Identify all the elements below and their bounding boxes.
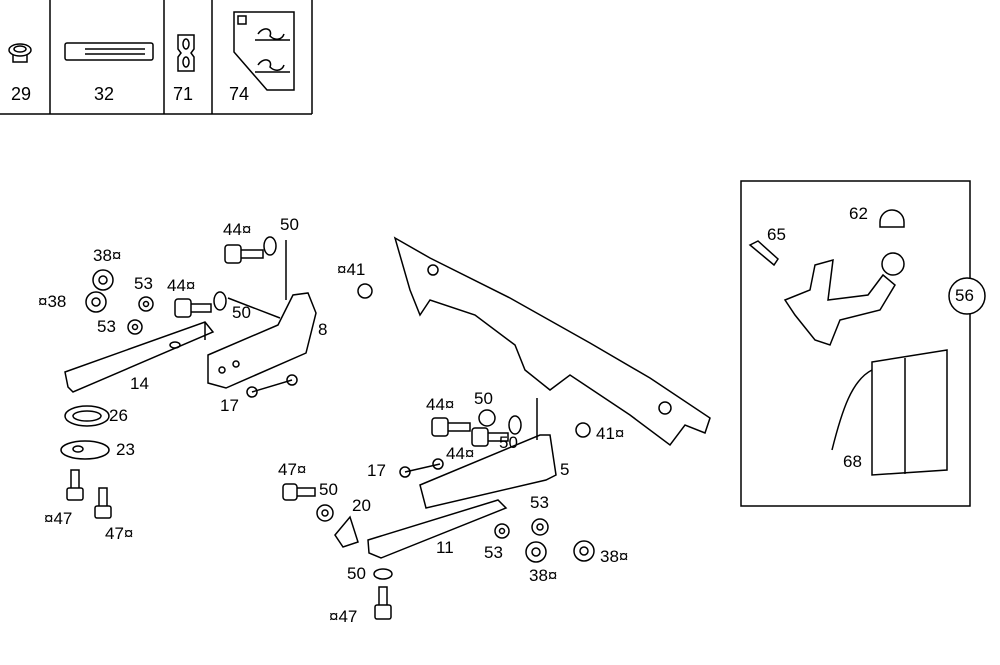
callout-label: 44¤ [223, 220, 252, 239]
group-56-label: 56 [955, 286, 974, 305]
mount-hole [658, 401, 672, 415]
group-56-circle [948, 277, 986, 315]
washer-icon [494, 523, 510, 539]
callout-label: 8 [318, 320, 328, 339]
label-strip-icon [64, 42, 154, 61]
callout-label: 53 [134, 274, 153, 293]
callout-label: 44¤ [426, 395, 455, 414]
legend-label-71: 71 [173, 84, 194, 104]
washer-icon [127, 319, 143, 335]
callout-label: 38¤ [529, 566, 558, 585]
callout-label: 50 [474, 389, 493, 408]
nut-icon [92, 269, 114, 291]
callout-label: 50 [499, 433, 518, 452]
callout-label: 65 [767, 225, 786, 244]
callout-label: ¤38 [38, 292, 67, 311]
callout-label: 50 [232, 303, 251, 322]
callout-label: 53 [484, 543, 503, 562]
bolt-icon [66, 469, 84, 501]
washer-icon [531, 518, 549, 536]
callout-label: 20 [352, 496, 371, 515]
callout-label: 53 [530, 493, 549, 512]
callout-label: ¤47 [44, 509, 73, 528]
slot [169, 341, 181, 349]
callout-label: 26 [109, 406, 128, 425]
nut-icon [573, 540, 595, 562]
callout-label: 50 [347, 564, 366, 583]
bolt-icon [94, 487, 112, 519]
link-rod-17 [399, 458, 444, 478]
callout-label: 5 [560, 460, 570, 479]
cable [831, 369, 873, 451]
callout-label: 17 [220, 396, 239, 415]
callout-label: ¤41 [337, 260, 366, 279]
plate-23 [60, 440, 110, 460]
bracket-5 [419, 434, 557, 509]
instruction-plate-icon [233, 11, 295, 91]
bracket-8 [207, 292, 317, 389]
callout-label: 47¤ [278, 460, 307, 479]
tow-ball [881, 252, 905, 276]
bracket-11 [367, 499, 508, 559]
callout-label: 53 [97, 317, 116, 336]
callout-label: 62 [849, 204, 868, 223]
legend-label-29: 29 [11, 84, 32, 104]
callout-label: 17 [367, 461, 386, 480]
bracket-14 [64, 321, 215, 393]
callout-label: 47¤ [105, 524, 134, 543]
tow-ball-hitch [783, 258, 896, 346]
callout-label: 41¤ [596, 424, 625, 443]
callout-label: 38¤ [600, 547, 629, 566]
nut-icon [575, 422, 591, 438]
callout-label: 38¤ [93, 246, 122, 265]
bolt-icon [374, 586, 392, 620]
washer-icon [508, 415, 522, 435]
gasket-26 [64, 405, 110, 427]
callout-label: 11 [436, 538, 454, 557]
washer-icon [263, 236, 277, 256]
callout-label: 44¤ [446, 444, 475, 463]
nut-icon [357, 283, 373, 299]
bolt-icon [431, 417, 471, 437]
callout-label: 23 [116, 440, 135, 459]
washer-icon [373, 568, 393, 580]
tow-hitch-inset-frame [740, 180, 971, 507]
mount-hole [427, 264, 439, 276]
legend-table-frame [0, 0, 313, 115]
bracket-20 [334, 515, 359, 548]
manual-68 [871, 349, 948, 476]
key-65 [748, 240, 779, 267]
washer-icon [478, 409, 496, 427]
ball-cap-62 [879, 209, 905, 228]
sticker-icon [177, 34, 195, 72]
nut-icon [85, 291, 107, 313]
bolt-icon [174, 298, 212, 318]
bolt-icon [224, 244, 264, 264]
washer-icon [316, 504, 334, 522]
callout-label: 68 [843, 452, 862, 471]
callout-label: 50 [280, 215, 299, 234]
callout-label: 50 [319, 480, 338, 499]
rear-crossmember [393, 236, 711, 447]
bolt-icon [282, 483, 316, 501]
bolt-icon [471, 427, 509, 447]
plug-icon [8, 43, 32, 63]
legend-label-32: 32 [94, 84, 115, 104]
nut-icon [525, 541, 547, 563]
legend-label-74: 74 [229, 84, 250, 104]
link-rod-17 [251, 379, 293, 393]
callout-label: 44¤ [167, 276, 196, 295]
washer-icon [213, 291, 227, 311]
callout-label: 14 [130, 374, 149, 393]
washer-icon [138, 296, 154, 312]
callout-label: ¤47 [329, 607, 358, 626]
